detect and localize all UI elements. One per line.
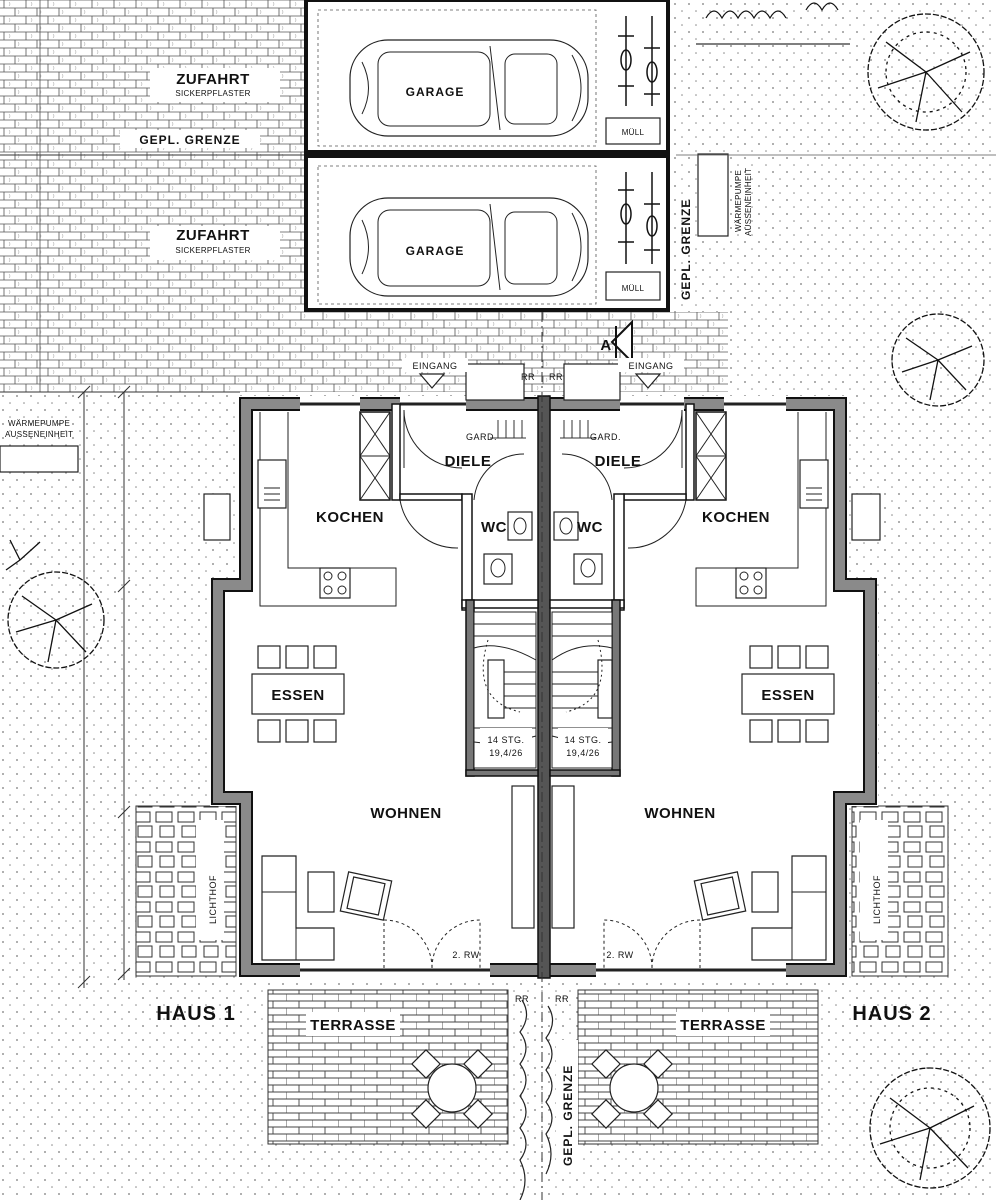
terrasse-1 (267, 989, 509, 1145)
zufahrt-label-2: ZUFAHRT (176, 227, 250, 244)
wohnen-label-2: WOHNEN (644, 805, 715, 822)
lichthof-2: LICHTHOF (851, 805, 949, 977)
wc-label-2: WC (577, 519, 603, 536)
rr-label-bottom-1: RR (515, 994, 529, 1004)
tree-icon (867, 13, 985, 131)
bicycle-icon (618, 16, 660, 106)
essen-label-1: ESSEN (271, 687, 324, 704)
wc-label-1: WC (481, 519, 507, 536)
wardrobe-2 (551, 785, 575, 929)
kochen-label-2: KOCHEN (702, 509, 770, 526)
house-2-walls (550, 397, 877, 977)
stair-label-2b: 19,4/26 (566, 748, 600, 758)
wc-fixtures-2 (553, 511, 603, 585)
muell-label-1: MÜLL (622, 128, 645, 137)
hedge (519, 999, 528, 1200)
garage-label-2: GARAGE (406, 244, 465, 258)
stair-label-1a: 14 STG. (487, 735, 524, 745)
kitchen-2 (695, 412, 829, 607)
essen-label-2: ESSEN (761, 687, 814, 704)
tree-icon (869, 1067, 991, 1189)
lichthof-label-2: LICHTHOF (872, 875, 882, 924)
gard-label-2: GARD. (590, 432, 621, 442)
bicycle-icon (618, 172, 660, 264)
diele-label-1: DIELE (445, 453, 492, 470)
eingang-label-1: EINGANG (412, 361, 457, 371)
terrasse-2 (577, 989, 819, 1145)
sickerpflaster-label-2: SICKERPFLASTER (175, 246, 250, 255)
wohnen-label-1: WOHNEN (370, 805, 441, 822)
gepl-grenze-label-bottom: GEPL. GRENZE (561, 1065, 575, 1166)
house-2-doors (560, 409, 701, 969)
haus-2-label: HAUS 2 (852, 1003, 931, 1025)
house-1-floor (210, 396, 542, 978)
terrasse-label-1: TERRASSE (310, 1017, 396, 1034)
rw-label-1: 2. RW (452, 950, 479, 960)
house-1-interior-walls (359, 403, 539, 777)
kochen-label-1: KOCHEN (316, 509, 384, 526)
sofa-1 (261, 855, 393, 961)
house-1-doors (383, 409, 526, 969)
heat-pump-label-2a: WÄRMEPUMPE (734, 170, 743, 232)
heat-pump-label-1b: AUSSENEINHEIT (5, 430, 73, 439)
heat-pump-unit-2 (697, 153, 729, 237)
dining-table-1 (251, 645, 345, 743)
garage-2: GARAGE MÜLL (304, 154, 670, 312)
gepl-grenze-label-top: GEPL. GRENZE (139, 133, 240, 147)
house-1-walls (211, 397, 538, 977)
window-2 (851, 493, 881, 541)
garage-1: GARAGE MÜLL (304, 0, 670, 154)
lichthof-label-1: LICHTHOF (208, 875, 218, 924)
zufahrt-label-1: ZUFAHRT (176, 71, 250, 88)
entrance-step-1 (465, 363, 525, 401)
heat-pump-label-1a: WÄRMEPUMPE (8, 419, 70, 428)
garage-label-1: GARAGE (406, 85, 465, 99)
driveway-paving (0, 0, 308, 312)
stair-label-2a: 14 STG. (564, 735, 601, 745)
muell-label-2: MÜLL (622, 284, 645, 293)
stair-label-1b: 19,4/26 (489, 748, 523, 758)
gard-label-1: GARD. (466, 432, 497, 442)
wc-fixtures-1 (483, 511, 533, 585)
entrance-step-2 (563, 363, 621, 401)
rr-label-bottom-2: RR (555, 994, 569, 1004)
heat-pump-unit-1 (0, 445, 79, 473)
terrasse-label-2: TERRASSE (680, 1017, 766, 1034)
kitchen-1 (257, 412, 397, 607)
lichthof-1: LICHTHOF (135, 805, 237, 977)
tree-icon (5, 539, 105, 669)
eingang-label-2: EINGANG (628, 361, 673, 371)
heat-pump-label-2b: AUSSENEINHEIT (744, 168, 753, 236)
house-2-floor (546, 396, 878, 978)
rr-label-top-1: RR (521, 372, 535, 382)
sofa-2 (693, 855, 827, 961)
tree-icon (891, 313, 985, 407)
gepl-grenze-label-right: GEPL. GRENZE (679, 199, 693, 300)
rw-label-2: 2. RW (606, 950, 633, 960)
haus-1-label: HAUS 1 (156, 1003, 235, 1025)
window-1 (203, 493, 231, 541)
wardrobe-1 (511, 785, 535, 929)
section-marker-a: A (600, 337, 611, 354)
diele-label-2: DIELE (595, 453, 642, 470)
party-wall (537, 395, 551, 979)
sickerpflaster-label-1: SICKERPFLASTER (175, 89, 250, 98)
dining-table-2 (741, 645, 835, 743)
rr-label-top-2: RR (549, 372, 563, 382)
shrub-icon (696, 2, 850, 45)
